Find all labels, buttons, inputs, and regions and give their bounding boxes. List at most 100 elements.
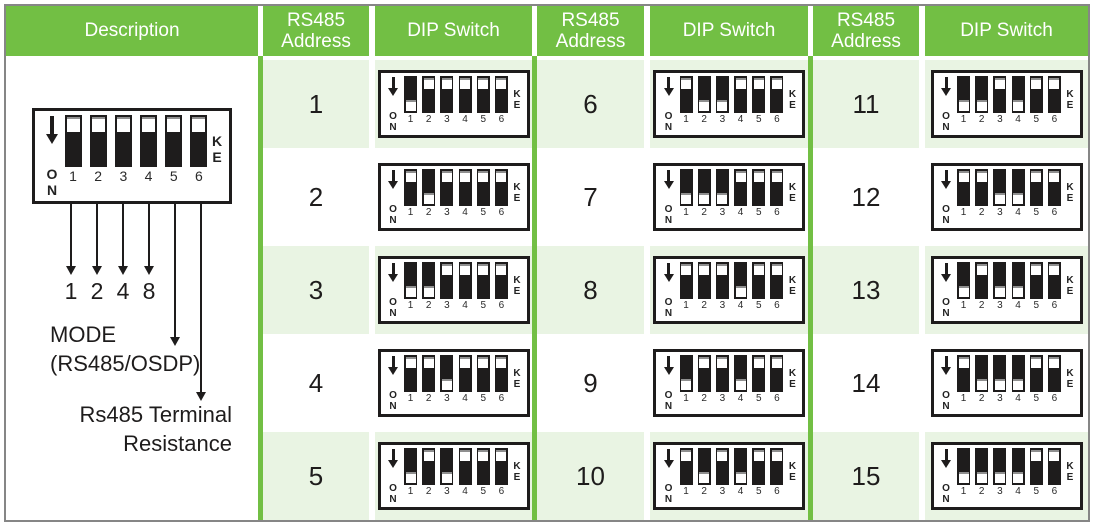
dip-switch-4: 4 xyxy=(1011,76,1025,133)
dip-position-number: 2 xyxy=(978,300,985,311)
dip-position-number: 5 xyxy=(480,114,487,125)
dip-track xyxy=(1047,169,1061,206)
dip-track xyxy=(1047,76,1061,113)
dip-position-number: 4 xyxy=(462,114,468,125)
dip-slider xyxy=(478,450,489,461)
dip-slider xyxy=(1049,357,1060,368)
dip-slider xyxy=(405,171,416,182)
dip-position-number: 6 xyxy=(498,486,505,497)
dip-slider xyxy=(681,193,691,204)
dip-track xyxy=(993,169,1007,206)
dip-track xyxy=(458,169,472,206)
dip-switch-3: 3 xyxy=(993,355,1007,412)
dip-switch-1: 1 xyxy=(679,448,693,505)
dip-track xyxy=(1047,262,1061,299)
dip-switch-1: 1 xyxy=(679,76,693,133)
rs485-address-value: 9 xyxy=(583,367,598,398)
dip-position-number: 6 xyxy=(1051,114,1058,125)
down-arrow-icon xyxy=(941,449,951,468)
dip-slider xyxy=(423,193,434,204)
down-arrow-icon xyxy=(388,77,398,96)
dip-switch-4: 4 xyxy=(458,76,472,133)
on-letter-o: O xyxy=(389,390,397,401)
dip-track xyxy=(697,448,711,485)
dip-position-number: 4 xyxy=(1015,207,1021,218)
dip-track xyxy=(476,262,490,299)
dip-position-number: 2 xyxy=(978,393,985,404)
on-letter-o: O xyxy=(389,204,397,215)
dip-slider xyxy=(735,286,746,297)
dip-switch-4: 4 xyxy=(734,448,748,505)
dip-position-number: 3 xyxy=(997,114,1003,125)
dip-switch-5: 5 xyxy=(752,448,766,505)
dip-switch-5: 5 xyxy=(1029,355,1043,412)
dip-switch-4: 4 xyxy=(458,355,472,412)
dip-switch-5: 5 xyxy=(1029,76,1043,133)
dip-position-number: 5 xyxy=(1033,207,1040,218)
header-dip-switch-1: DIP Switch xyxy=(375,6,532,56)
dip-track xyxy=(404,355,417,392)
down-arrow-icon xyxy=(46,116,58,144)
dip-position-number: 6 xyxy=(774,300,780,311)
dip-track xyxy=(770,448,784,485)
rs485-address-value: 2 xyxy=(308,181,324,212)
dip-switch-2: 2 xyxy=(697,76,711,133)
ke-letter-k: K xyxy=(1066,88,1074,100)
dip-track xyxy=(458,76,472,113)
dip-switch-6: 6 xyxy=(1047,76,1061,133)
dip-switch-6: 6 xyxy=(494,76,508,133)
dip-position-number: 3 xyxy=(444,114,450,125)
dip-switch-6: 6 xyxy=(494,448,508,505)
ke-letter-k: K xyxy=(513,367,521,379)
down-arrow-icon xyxy=(663,77,674,96)
on-letter-o: O xyxy=(389,111,397,122)
dip-position-number: 6 xyxy=(1051,300,1058,311)
rs485-address-cell: 6 xyxy=(537,60,644,148)
dip-slider xyxy=(496,450,507,461)
mode-label: MODE (RS485/OSDP) xyxy=(50,320,200,379)
dip-track xyxy=(715,76,729,113)
dip-slider xyxy=(699,100,710,111)
dip-track xyxy=(957,355,970,392)
dip-slider xyxy=(423,450,434,461)
dip-track xyxy=(64,115,82,167)
dip-switch-2: 2 xyxy=(697,355,711,412)
down-arrow-icon xyxy=(388,263,398,282)
dip-slider xyxy=(958,100,969,111)
ke-letter-k: K xyxy=(788,88,797,100)
rs485-address-value: 4 xyxy=(308,367,324,398)
dip-switch-1: 1 xyxy=(957,169,971,226)
dip-position-number: 5 xyxy=(1033,486,1040,497)
dip-position-number: 4 xyxy=(737,486,744,497)
dip-slider xyxy=(441,78,452,89)
dip-track xyxy=(1011,262,1025,299)
dip-position-number: 1 xyxy=(683,486,689,497)
dip-slider xyxy=(976,100,987,111)
pointer-arrow xyxy=(118,204,128,275)
dip-slider xyxy=(699,357,710,368)
dip-slider xyxy=(1013,100,1024,111)
dip-track xyxy=(89,115,107,167)
dip-track xyxy=(1011,76,1025,113)
dip-slider xyxy=(771,450,782,461)
dip-switch-2: 2 xyxy=(89,115,107,198)
dip-slider xyxy=(460,78,471,89)
dip-track xyxy=(1029,262,1043,299)
dip-switch-2: 2 xyxy=(975,448,989,505)
dip-position-number: 3 xyxy=(997,300,1003,311)
dip-slider xyxy=(441,379,452,390)
dip-switch-1: 1 xyxy=(957,76,971,133)
dip-position-number: 2 xyxy=(978,486,985,497)
dip-slider xyxy=(994,78,1005,89)
